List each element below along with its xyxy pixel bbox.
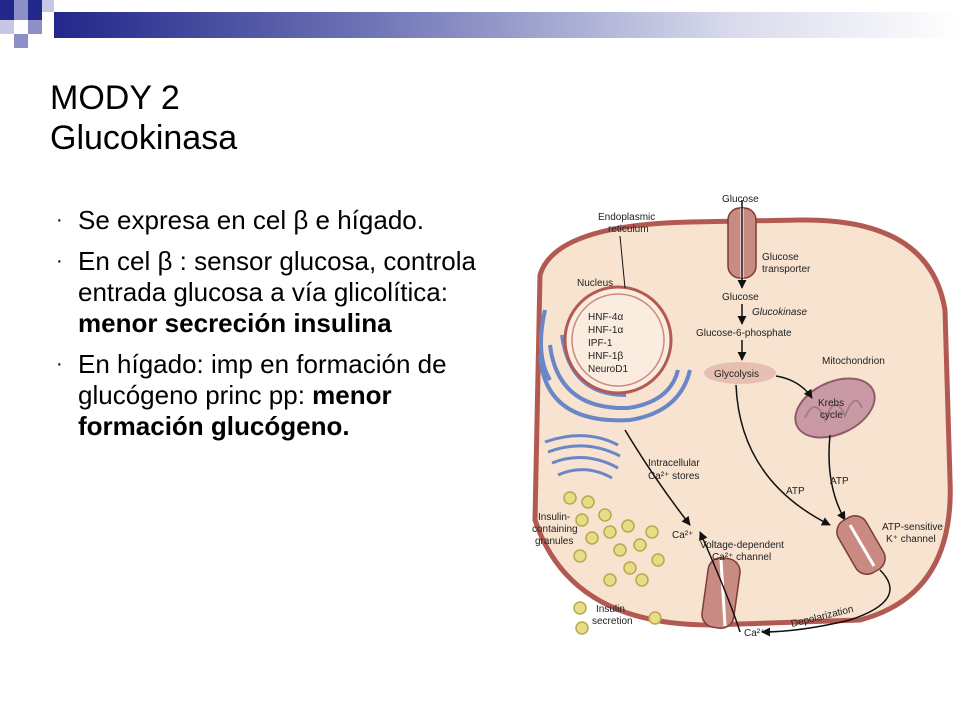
krebs-label: cycle (820, 410, 843, 421)
krebs-label: Krebs (818, 398, 844, 409)
katp-channel (836, 515, 886, 575)
ic-stores-label: Ca²⁺ stores (648, 471, 699, 482)
atp-right-arrow (828, 434, 846, 521)
bullet-dot: · (56, 209, 63, 231)
header-decoration (0, 0, 960, 48)
insulin-granules (563, 491, 665, 587)
mitochondrion-label: Mitochondrion (822, 356, 885, 367)
nucleus (563, 285, 673, 395)
bullet-item: · En cel β : sensor glucosa, controla en… (50, 246, 480, 339)
glucose-inner-label: Glucose (722, 292, 759, 303)
glucokinase-label: Glucokinase (752, 307, 807, 318)
ca-outer-label: Ca²⁺ (744, 628, 765, 639)
bullet-bold-text: menor secreción insulina (78, 308, 392, 338)
vd-channel-label: Ca²⁺ channel (712, 552, 771, 563)
beta-cell-diagram: Nucleus HNF-4α HNF-1α IPF-1 HNF-1β Neuro… (532, 194, 953, 639)
glut-label: Glucose (762, 252, 799, 263)
bullet-text: En hígado: imp en formación de glucógeno… (78, 349, 447, 410)
er-label: Endoplasmic (598, 212, 655, 223)
ic-stores-label: Intracellular (648, 458, 700, 469)
mitochondrion (794, 377, 876, 439)
atp-left-arrow (735, 384, 831, 526)
bullet-item: · En hígado: imp en formación de glucóge… (50, 349, 480, 442)
bullet-item: · Se expresa en cel β e hígado. (50, 205, 480, 236)
katp-label: K⁺ channel (886, 534, 936, 545)
ca-inner-label: Ca²⁺ (672, 530, 693, 541)
er-label: reticulum (608, 224, 649, 235)
bullet-list: · Se expresa en cel β e hígado. · En cel… (50, 205, 480, 452)
bullet-text: Se expresa en cel β e hígado. (78, 205, 424, 235)
bullet-dot: · (56, 250, 63, 272)
bullet-text: En cel β : sensor glucosa, controla entr… (78, 246, 476, 307)
glucose-top-label: Glucose (722, 194, 759, 205)
bullet-bold-text: menor formación glucógeno. (78, 380, 392, 441)
secreted-insulin-granules (573, 601, 662, 635)
glut-label: transporter (762, 264, 811, 275)
g6p-label: Glucose-6-phosphate (696, 328, 792, 339)
granules-label: Insulin- (538, 512, 570, 523)
title-line-2: Glucokinasa (50, 119, 238, 157)
granules-label: granules (535, 536, 573, 547)
er-to-ca-arrow (624, 429, 691, 526)
ca-entry-arrow (699, 531, 741, 633)
glycolysis-to-krebs-arrow (775, 375, 813, 399)
depolarization-arrow (761, 569, 891, 637)
glycolysis-blob (704, 362, 776, 384)
voltage-dependent-ca-channel (701, 557, 741, 629)
vd-channel-label: Voltage-dependent (700, 540, 784, 551)
golgi-apparatus (544, 434, 621, 480)
nucleus-factor: IPF-1 (588, 338, 613, 349)
slide-title: MODY 2 Glucokinasa (50, 78, 237, 158)
nucleus-factor: HNF-4α (588, 312, 623, 323)
nucleus-factor: HNF-1α (588, 325, 623, 336)
katp-label: ATP-sensitive (882, 522, 943, 533)
nucleus-label: Nucleus (577, 278, 613, 289)
bullet-dot: · (56, 353, 63, 375)
granules-label: containing (532, 524, 578, 535)
title-line-1: MODY 2 (50, 79, 180, 117)
glycolysis-label: Glycolysis (714, 369, 759, 380)
er-pointer (619, 235, 626, 289)
secretion-label: secretion (592, 616, 633, 627)
secretion-label: Insulin (596, 604, 625, 615)
atp-right-label: ATP (830, 476, 849, 487)
nucleus-factor: NeuroD1 (588, 364, 628, 375)
nucleus-factor: HNF-1β (588, 351, 623, 362)
atp-left-label: ATP (786, 486, 805, 497)
